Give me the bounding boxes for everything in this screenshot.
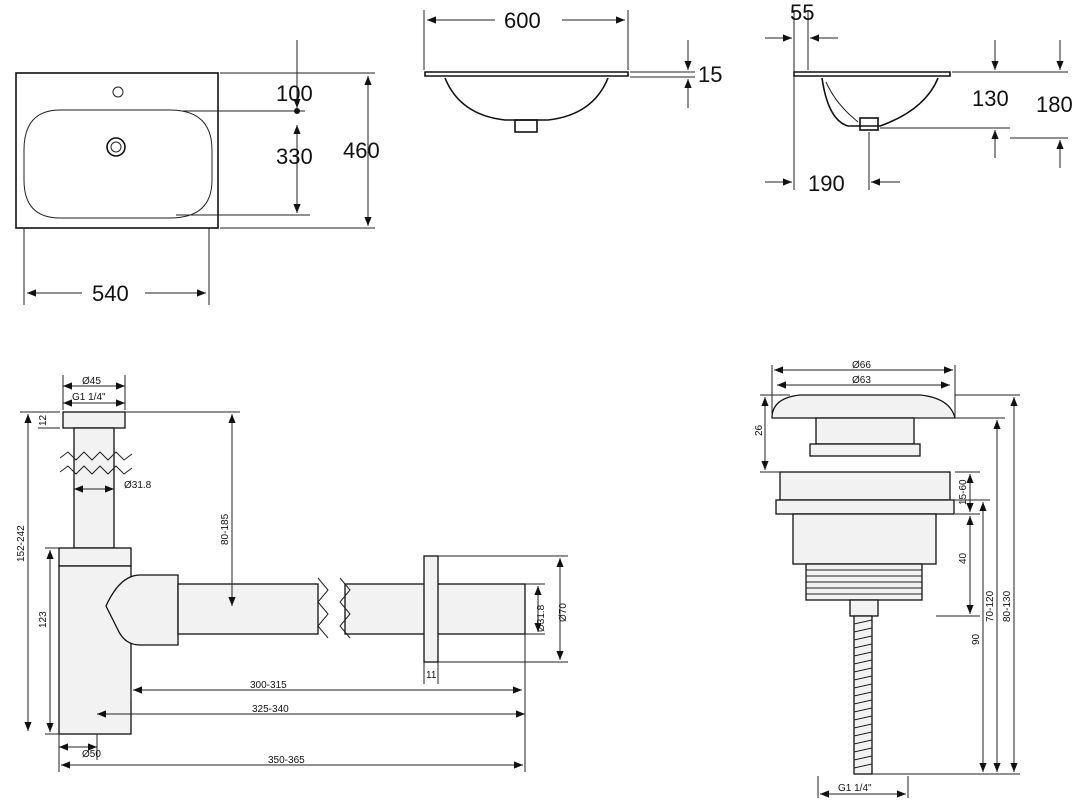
dim-190: 190 — [808, 171, 845, 196]
dim-300-315: 300-315 — [250, 680, 287, 691]
drain-body — [792, 513, 937, 565]
siphon-drawing: Ø45 G1 1/4" 12 152-242 Ø31.8 80-185 123 … — [16, 375, 569, 772]
siphon-tube — [73, 427, 115, 549]
basin-outline — [15, 72, 219, 229]
siphon-body-top — [58, 547, 132, 567]
dim-460: 460 — [343, 138, 380, 163]
dim-d31-8-wall: Ø31.8 — [536, 604, 547, 632]
dim-180: 180 — [1036, 92, 1073, 117]
dim-12: 12 — [38, 414, 49, 426]
dim-d45: Ø45 — [82, 376, 101, 387]
tap-hole — [112, 86, 124, 98]
dim-g114: G1 1/4" — [72, 392, 106, 403]
dim-80-185: 80-185 — [220, 513, 231, 545]
dim-123: 123 — [38, 611, 49, 628]
drain-flange — [779, 471, 951, 501]
dim-80-130: 80-130 — [1002, 590, 1013, 622]
dim-55: 55 — [790, 0, 814, 25]
drain-cap — [771, 394, 956, 419]
dim-40: 40 — [958, 552, 969, 564]
drain-valve-drawing: Ø66 Ø63 26 15-60 40 70-120 80-130 90 G1 … — [754, 360, 1020, 798]
basin-front-view: 600 15 — [423, 8, 722, 133]
dim-d70: Ø70 — [558, 603, 569, 622]
dim-15: 15 — [698, 62, 722, 87]
basin-bowl — [23, 109, 213, 219]
dim-15-60: 15-60 — [958, 479, 969, 505]
dim-d66: Ø66 — [852, 360, 871, 371]
dim-d31-8-tube: Ø31.8 — [124, 480, 152, 491]
drain-hole — [106, 137, 126, 157]
dim-600: 600 — [504, 8, 541, 33]
basin-top-view: 100 330 460 540 — [15, 40, 380, 306]
siphon-cap — [62, 411, 126, 429]
dim-11: 11 — [426, 670, 437, 681]
dim-90: 90 — [971, 633, 982, 645]
dim-152-242: 152-242 — [16, 525, 27, 562]
dim-26: 26 — [754, 424, 765, 436]
dim-d63: Ø63 — [852, 375, 871, 386]
dim-540: 540 — [92, 281, 129, 306]
dim-d50: Ø50 — [82, 749, 101, 760]
dim-330: 330 — [276, 144, 313, 169]
dim-325-340: 325-340 — [252, 704, 289, 715]
wall-flange — [423, 555, 439, 663]
basin-side-view: 55 130 180 190 — [765, 0, 1073, 196]
dim-70-120: 70-120 — [985, 590, 996, 622]
dim-350-365: 350-365 — [268, 755, 305, 766]
siphon-outlet-pipe — [177, 583, 319, 635]
basin-rim — [424, 71, 629, 77]
basin-bowl-profile — [444, 77, 609, 121]
dim-100: 100 — [276, 81, 313, 106]
dim-130: 130 — [972, 86, 1009, 111]
dim-drain-g114: G1 1/4" — [838, 783, 872, 794]
